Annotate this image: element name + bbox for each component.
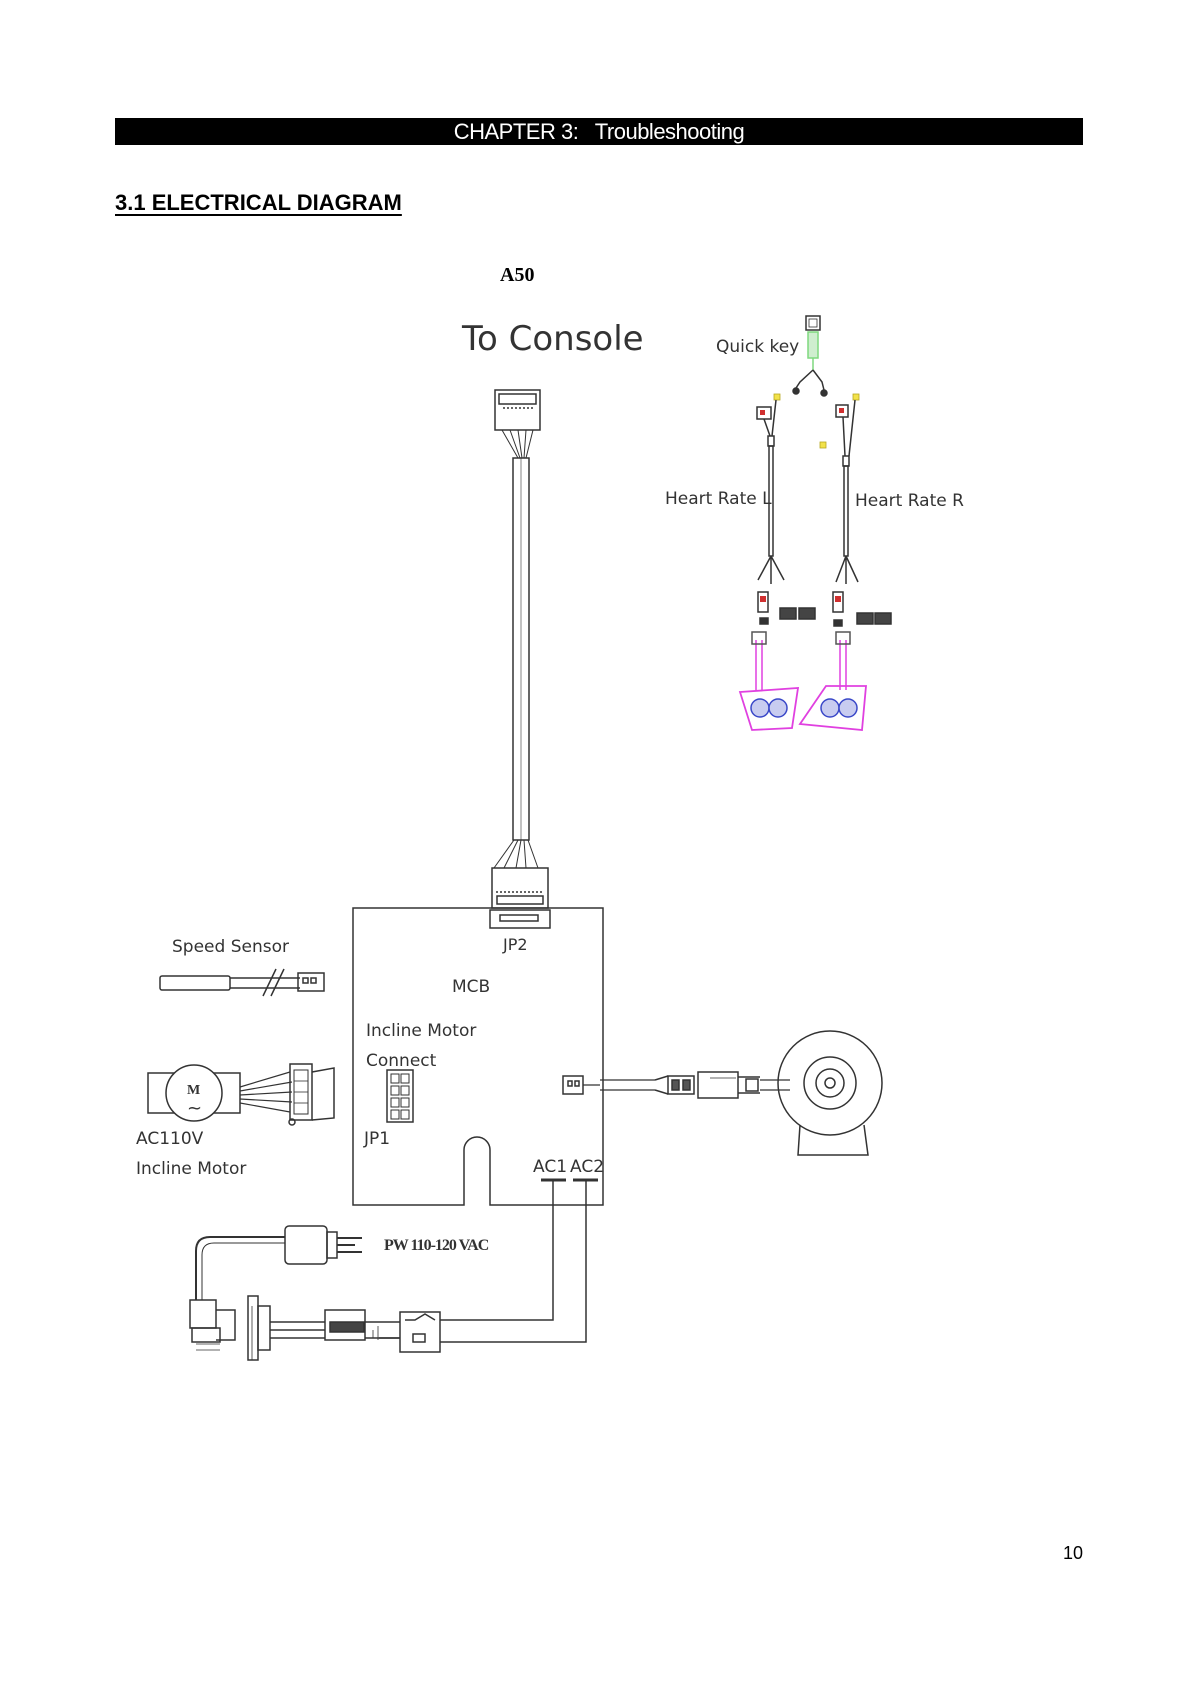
heart-rate-right-label: Heart Rate R (855, 491, 964, 511)
incline-motor-label: Incline Motor (136, 1159, 246, 1179)
to-console-label: To Console (461, 319, 644, 359)
hand-grip-right (800, 632, 866, 730)
mcb-label: MCB (452, 977, 490, 997)
heart-rate-left-harness (757, 394, 826, 624)
incline-motor (148, 1064, 334, 1125)
jp1-label: JP1 (363, 1129, 390, 1149)
drive-motor (583, 1031, 882, 1155)
speed-sensor-label: Speed Sensor (172, 937, 289, 957)
ac110v-label: AC110V (136, 1129, 204, 1149)
incline-motor-connect-label: Incline Motor (366, 1021, 476, 1041)
ac1-label: AC1 (533, 1157, 567, 1177)
motor-tilde: ~ (187, 1098, 202, 1119)
power-label: PW 110-120 VAC (384, 1237, 489, 1254)
page-number: 10 (1063, 1543, 1083, 1564)
power-wiring (190, 1180, 586, 1360)
console-cable (490, 390, 550, 928)
quick-key-label: Quick key (716, 337, 799, 357)
ac2-label: AC2 (570, 1157, 604, 1177)
jp2-label: JP2 (502, 935, 528, 954)
motor-symbol: M (187, 1083, 200, 1098)
hand-grip-left (740, 632, 798, 730)
speed-sensor (160, 969, 324, 996)
incline-motor-connect-label-2: Connect (366, 1051, 437, 1071)
heart-rate-left-label: Heart Rate L (665, 489, 772, 509)
